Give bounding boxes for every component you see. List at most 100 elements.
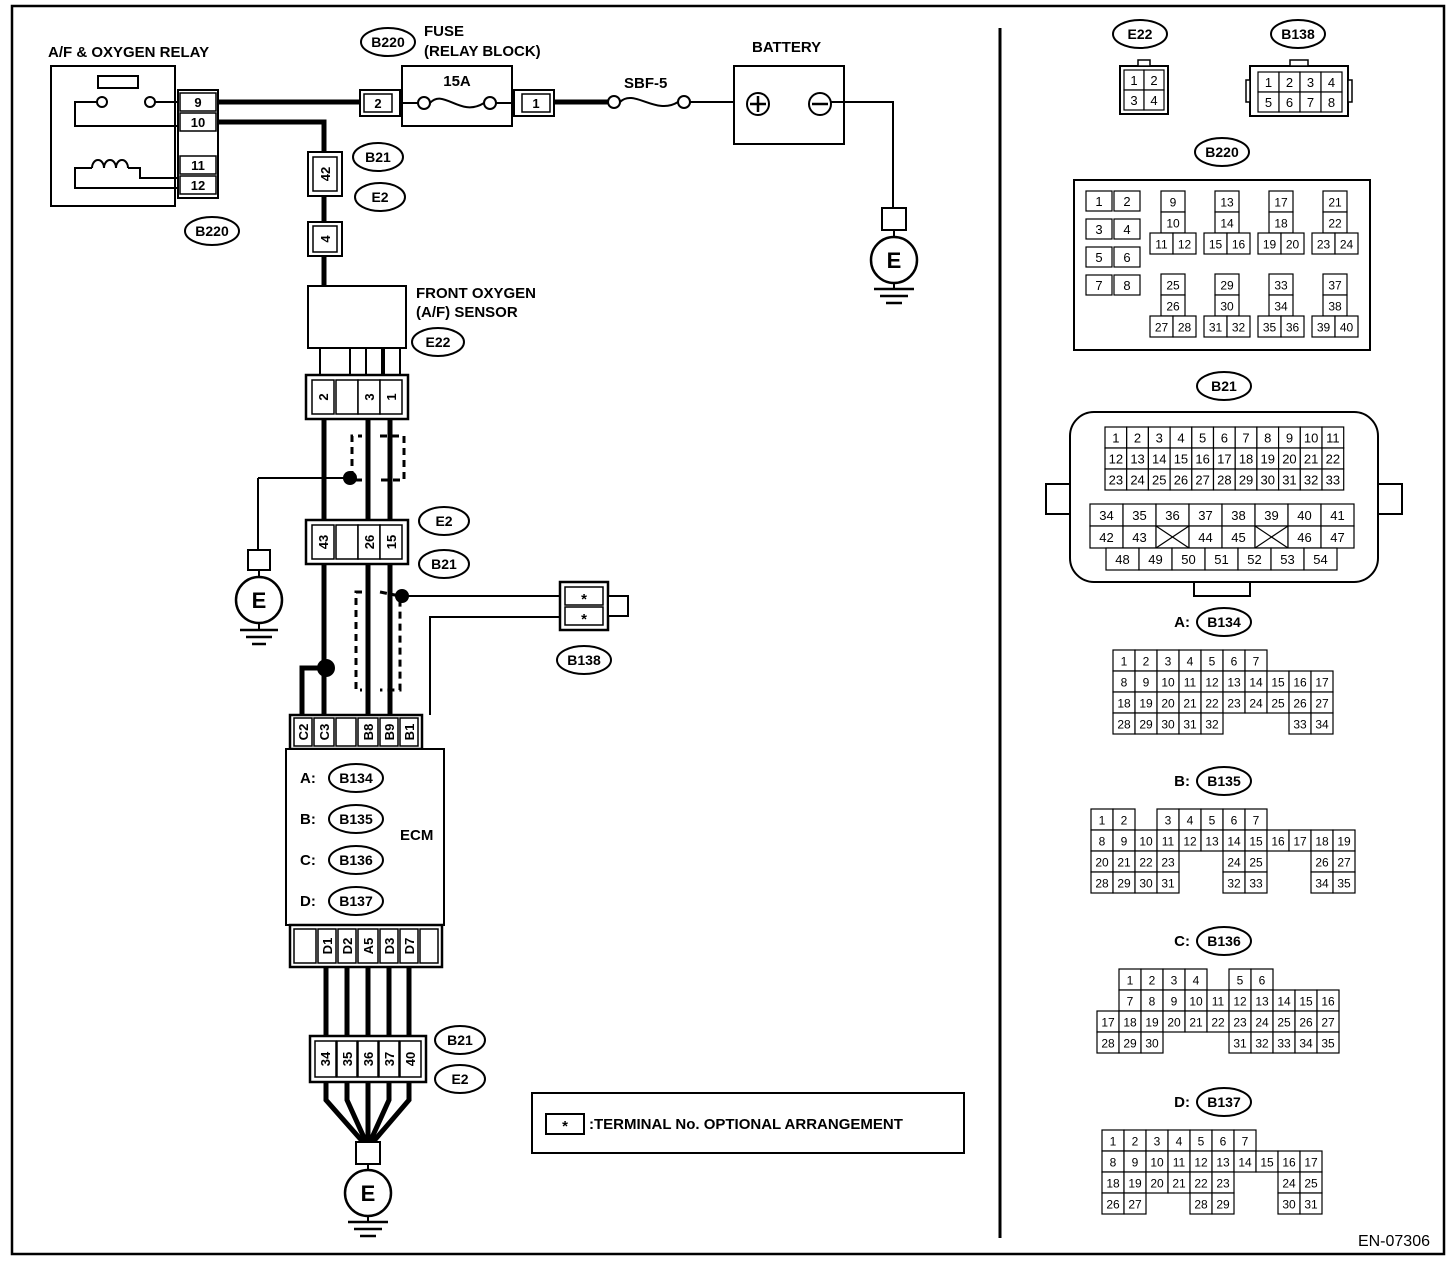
- b134-pin: 17: [1315, 676, 1329, 690]
- b21-pin: 50: [1181, 552, 1195, 567]
- battery: BATTERY: [733, 39, 894, 208]
- b138-pin: 3: [1307, 75, 1314, 90]
- b220-pin: 19: [1263, 238, 1277, 252]
- b134-pin: 9: [1143, 676, 1150, 690]
- fuse-pin-in: 2: [374, 96, 381, 111]
- ecm-pin-b8: B8: [361, 724, 376, 741]
- b21-pin: 31: [1282, 473, 1296, 488]
- b137-pin: 13: [1216, 1156, 1230, 1170]
- b134-pin: 28: [1117, 718, 1131, 732]
- sensor-label-2: (A/F) SENSOR: [416, 304, 518, 321]
- b134-pin: 19: [1139, 697, 1153, 711]
- connector-pin-42: 42: [318, 167, 333, 181]
- b136-pin: 22: [1211, 1016, 1225, 1030]
- b137-pin: 10: [1150, 1156, 1164, 1170]
- b135-pin: 15: [1249, 835, 1263, 849]
- b137-pin: 1: [1110, 1135, 1117, 1149]
- b134-pin: 34: [1315, 718, 1329, 732]
- b136-pin: 34: [1299, 1037, 1313, 1051]
- b21-pin: 6: [1221, 431, 1228, 446]
- b138-star-2: *: [581, 611, 587, 628]
- b135-pin: 11: [1162, 835, 1175, 849]
- b137-pin: 2: [1132, 1135, 1139, 1149]
- face-prefix: B:: [1174, 773, 1190, 790]
- af-oxygen-relay: A/F & OXYGEN RELAY 9 10 11 12: [48, 44, 219, 207]
- b21-pin: 45: [1231, 530, 1245, 545]
- b21-pin: 11: [1326, 431, 1340, 446]
- b21-pin: 48: [1115, 552, 1129, 567]
- b135-pin: 4: [1187, 814, 1194, 828]
- b220-pin: 22: [1328, 217, 1342, 231]
- b135-pin: 8: [1099, 835, 1106, 849]
- figure-id: EN-07306: [1358, 1233, 1430, 1250]
- b135-cell: [1244, 871, 1268, 894]
- face-badge-b21: B21: [1196, 371, 1252, 401]
- ecm-label: ECM: [400, 827, 433, 844]
- relay-pin-11: 11: [191, 158, 205, 173]
- b21-pin: 15: [1174, 452, 1188, 467]
- b134-pin: 26: [1293, 697, 1307, 711]
- e22-cell: [1143, 89, 1165, 111]
- b135-pin: 7: [1253, 814, 1260, 828]
- e22-pin: 3: [1130, 93, 1137, 108]
- b220-cell: [1280, 315, 1305, 338]
- b138-pin: 4: [1328, 75, 1335, 90]
- b135-pin: 22: [1139, 856, 1153, 870]
- b137-pin: 17: [1304, 1156, 1318, 1170]
- b21-pin: 33: [1326, 473, 1340, 488]
- b137-cell: [1299, 1192, 1323, 1215]
- b21-pin: 39: [1264, 508, 1278, 523]
- b21-pin: 20: [1282, 452, 1296, 467]
- b21-cell: [1303, 547, 1338, 571]
- b137-pin: 20: [1150, 1177, 1164, 1191]
- b137-pin: 4: [1176, 1135, 1183, 1149]
- b137-pin: 23: [1216, 1177, 1230, 1191]
- b220-pin: 37: [1328, 279, 1342, 293]
- sensor-pin-1: 1: [384, 393, 399, 400]
- b220-pin: 16: [1232, 238, 1246, 252]
- b135-pin: 18: [1315, 835, 1329, 849]
- connector-pin-15: 15: [384, 535, 399, 549]
- b220-cell: [1085, 246, 1113, 268]
- connector-pin-37: 37: [382, 1052, 397, 1066]
- ecm-badge-b136: B136: [339, 852, 373, 868]
- b220-pin: 25: [1166, 279, 1180, 293]
- b135-pin: 20: [1095, 856, 1109, 870]
- b21-pin: 5: [1199, 431, 1206, 446]
- ground-e-bottom: E: [343, 1141, 393, 1238]
- b135-pin: 26: [1315, 856, 1329, 870]
- b21-pin: 29: [1239, 473, 1253, 488]
- b135-pin: 29: [1117, 877, 1131, 891]
- b135-pin: 23: [1161, 856, 1175, 870]
- b135-pin: 9: [1121, 835, 1128, 849]
- b136-pin: 30: [1145, 1037, 1159, 1051]
- badge-e2-bottom: E2: [451, 1071, 468, 1087]
- b136-pin: 11: [1212, 995, 1225, 1009]
- b135-pin: 31: [1161, 877, 1175, 891]
- ecm-pin-b1: B1: [402, 724, 417, 741]
- fuse-rating: 15A: [443, 73, 471, 90]
- b220-cell: [1226, 315, 1251, 338]
- ground-label: E: [252, 588, 267, 613]
- b21-pin: 41: [1330, 508, 1344, 523]
- b136-cell: [1316, 1031, 1340, 1054]
- b220-cell: [1226, 232, 1251, 255]
- b220-pin: 13: [1220, 196, 1234, 210]
- b137-pin: 16: [1282, 1156, 1296, 1170]
- b21-pin: 52: [1247, 552, 1261, 567]
- b220-pin: 8: [1123, 278, 1130, 293]
- b136-pin: 20: [1167, 1016, 1181, 1030]
- b135-pin: 2: [1121, 814, 1128, 828]
- b220-cell: [1085, 190, 1113, 212]
- b21-pin: 21: [1304, 452, 1318, 467]
- b136-pin: 16: [1321, 995, 1335, 1009]
- b21-pin: 36: [1165, 508, 1179, 523]
- sbf-5-fusible-link: SBF-5: [607, 75, 691, 109]
- b137-pin: 11: [1173, 1156, 1186, 1170]
- badge-b220-fuse: B220: [371, 34, 405, 50]
- b21-pin: 25: [1152, 473, 1166, 488]
- b220-pin: 34: [1274, 300, 1288, 314]
- b21-pin: 34: [1099, 508, 1113, 523]
